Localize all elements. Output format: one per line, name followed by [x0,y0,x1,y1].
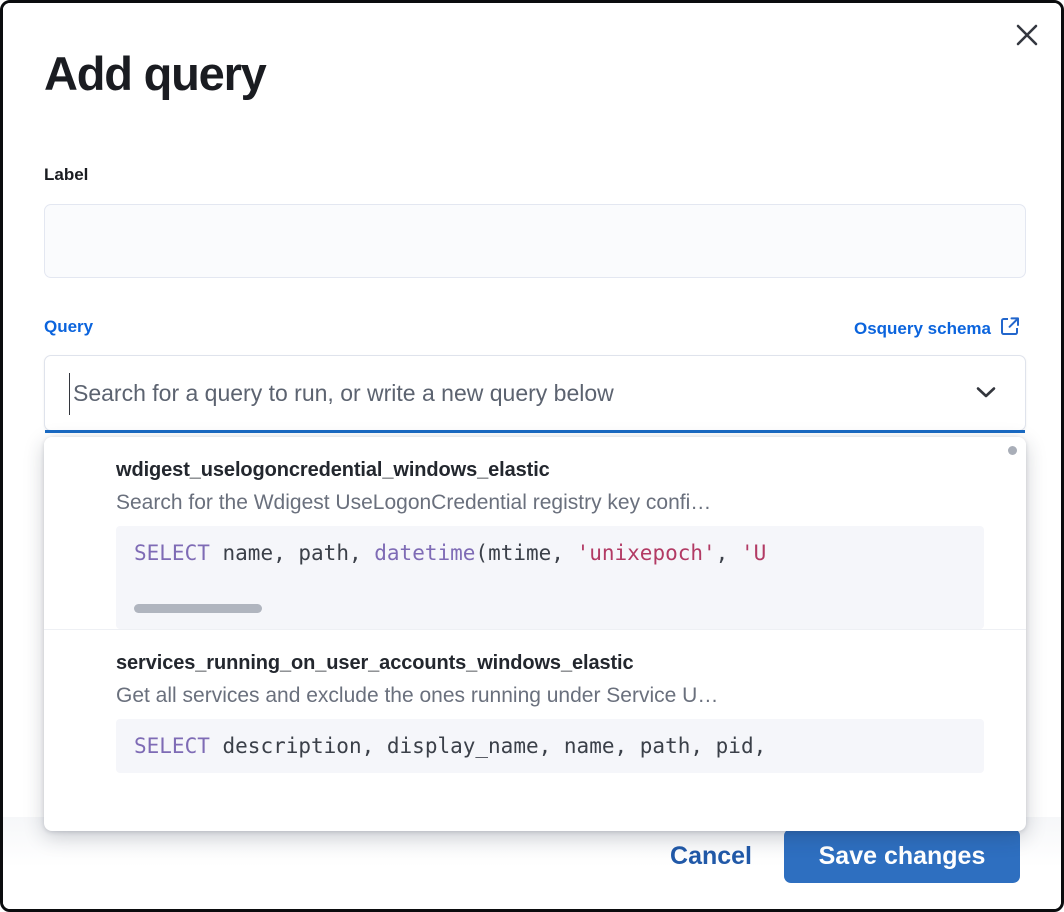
sql-code-line: SELECT description, display_name, name, … [134,734,767,758]
osquery-schema-link[interactable]: Osquery schema [854,316,1020,341]
list-item-code-block[interactable]: SELECT name, path, datetime(mtime, 'unix… [116,526,984,629]
cancel-button[interactable]: Cancel [648,829,774,883]
page-title: Add query [44,47,267,100]
modal-footer: Cancel Save changes [3,817,1061,909]
dropdown-list: wdigest_uselogoncredential_windows_elast… [44,437,1026,773]
osquery-schema-link-label: Osquery schema [853,318,991,338]
list-item-title: wdigest_uselogoncredential_windows_elast… [116,459,550,481]
list-item[interactable]: wdigest_uselogoncredential_windows_elast… [44,437,1026,629]
query-combobox-placeholder: Search for a query to run, or write a ne… [73,379,614,406]
list-item-description: Search for the Wdigest UseLogonCredentia… [116,491,712,514]
query-suggestions-dropdown: wdigest_uselogoncredential_windows_elast… [44,437,1026,831]
save-changes-button[interactable]: Save changes [784,829,1020,883]
label-input[interactable] [44,204,1026,278]
query-combobox[interactable]: Search for a query to run, or write a ne… [44,355,1026,433]
chevron-down-button[interactable] [967,374,1005,412]
dropdown-scrollbar[interactable] [1008,446,1017,455]
chevron-down-icon [973,379,999,408]
sql-code-line: SELECT name, path, datetime(mtime, 'unix… [134,541,767,565]
close-button[interactable] [1005,13,1049,57]
query-field-label: Query [44,317,94,336]
modal-body: Add query Label Query Osquery schema Sea… [3,3,1061,831]
text-caret [69,373,70,415]
code-horizontal-scrollbar[interactable] [134,604,962,613]
label-field-label: Label [44,165,89,184]
external-link-icon [1000,316,1020,341]
list-item[interactable]: services_running_on_user_accounts_window… [44,629,1026,773]
list-item-code-block[interactable]: SELECT description, display_name, name, … [116,719,984,773]
list-item-description: Get all services and exclude the ones ru… [116,684,719,707]
scrollbar-thumb[interactable] [134,604,262,613]
close-icon [1014,22,1040,48]
list-item-title: services_running_on_user_accounts_window… [116,652,634,674]
